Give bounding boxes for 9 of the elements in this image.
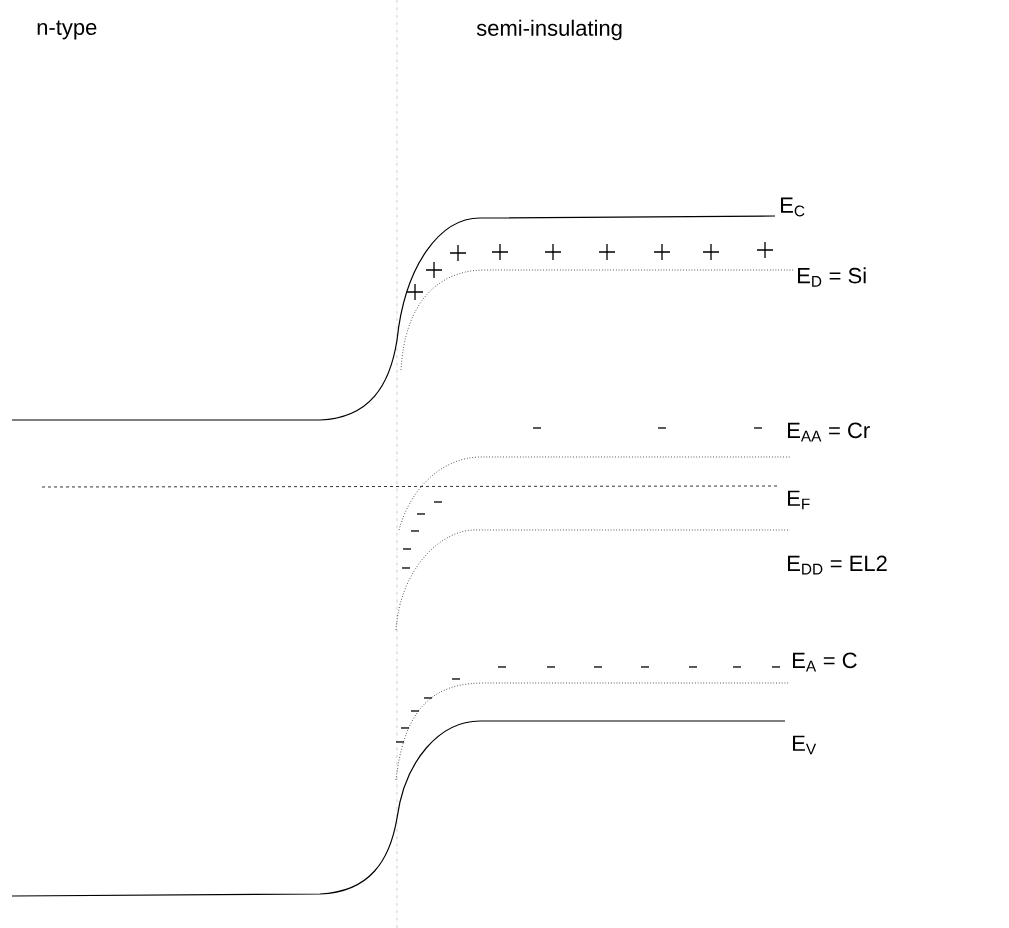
region-label: n-type xyxy=(37,20,97,40)
energy-level-label: E$_{C}$ xyxy=(781,197,805,217)
energy-level-label: E$_{V}$ xyxy=(793,735,817,755)
energy-level-label: E$_{D}$ = Si xyxy=(798,267,866,287)
energy-level-label: E$_{DD}$ = EL2 xyxy=(788,555,887,575)
region-label: semi-insulating xyxy=(476,19,622,41)
energy-level-label: E$_{A}$ = C xyxy=(793,652,857,672)
energy-level-label: E$_{F}$ xyxy=(788,490,810,510)
energy-level-label: E$_{AA}$ = Cr xyxy=(788,422,870,442)
